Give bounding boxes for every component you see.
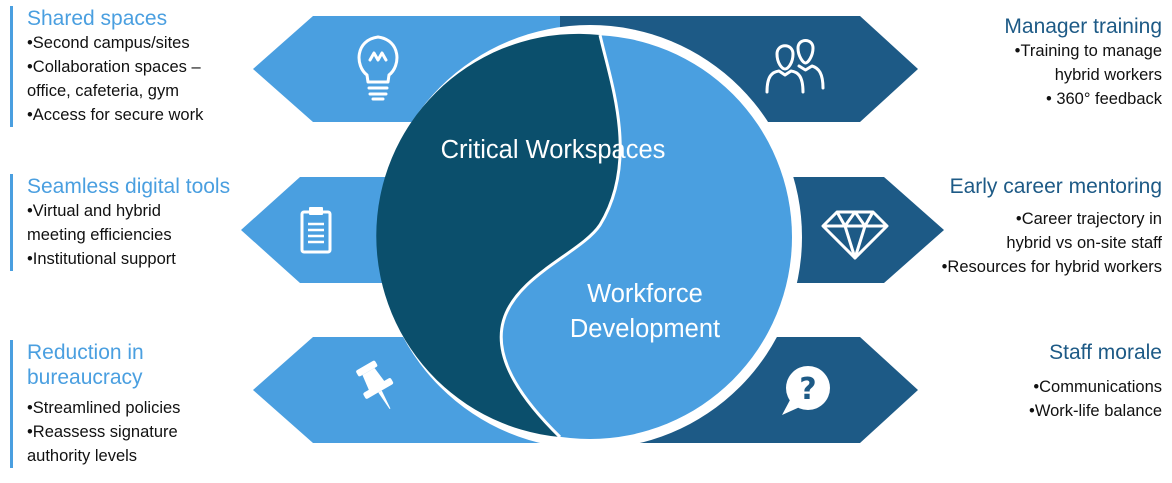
list-item: meeting efficiencies — [27, 226, 172, 244]
question-bubble-icon: ? — [782, 366, 830, 415]
list-item: authority levels — [27, 447, 138, 465]
svg-text:?: ? — [799, 372, 816, 407]
early-career-title: Early career mentoring — [949, 175, 1162, 198]
list-item: Communications — [1029, 375, 1162, 399]
list-item: Resources for hybrid workers — [942, 255, 1162, 279]
list-item: hybrid vs on-site staff — [1006, 234, 1162, 252]
list-item: Second campus/sites — [27, 31, 203, 55]
list-item: Training to manage — [1004, 39, 1162, 63]
center-label-bottom-line1: Workforce — [587, 280, 703, 308]
list-item: Virtual and hybrid — [27, 199, 230, 223]
center-swirl-line — [499, 34, 622, 439]
people-icon — [765, 39, 825, 94]
digital-tools-list: Virtual and hybrid meeting efficiencies … — [27, 199, 230, 271]
digital-tools-block: Seamless digital tools Virtual and hybri… — [10, 174, 230, 271]
digital-tools-title: Seamless digital tools — [27, 175, 231, 198]
center-circle-dark-half — [376, 33, 621, 438]
list-item: hybrid workers — [1054, 66, 1162, 84]
center-label-top: Critical Workspaces — [441, 136, 666, 164]
early-career-list: Career trajectory in hybrid vs on-site s… — [942, 207, 1162, 279]
manager-training-title: Manager training — [1004, 15, 1162, 38]
list-item: Reassess signature — [27, 420, 180, 444]
shared-spaces-list: Second campus/sites Collaboration spaces… — [27, 31, 203, 127]
staff-morale-list: Communications Work-life balance — [1029, 375, 1162, 423]
list-item: Collaboration spaces – — [27, 55, 203, 79]
early-career-block: Early career mentoring Career trajectory… — [942, 174, 1162, 279]
list-item: office, cafeteria, gym — [27, 82, 179, 100]
diamond-icon — [821, 210, 889, 260]
shared-spaces-title: Shared spaces — [27, 7, 168, 30]
pushpin-icon — [356, 360, 394, 410]
bureaucracy-title-line1: Reduction in — [27, 341, 144, 364]
list-item: 360° feedback — [1004, 87, 1162, 111]
staff-morale-block: Staff morale Communications Work-life ba… — [1029, 340, 1162, 423]
clipboard-icon — [300, 207, 332, 254]
list-item: Streamlined policies — [27, 396, 181, 420]
bureaucracy-title-line2: bureaucracy — [27, 366, 143, 389]
list-item: Institutional support — [27, 247, 230, 271]
list-item: Career trajectory in — [942, 207, 1162, 231]
shared-spaces-block: Shared spaces Second campus/sites Collab… — [10, 6, 203, 127]
center-label-bottom-line2: Development — [570, 315, 720, 343]
manager-training-block: Manager training Training to manage hybr… — [1004, 14, 1162, 111]
list-item: Work-life balance — [1029, 399, 1162, 423]
staff-morale-title: Staff morale — [1049, 341, 1162, 364]
list-item: Access for secure work — [27, 103, 204, 127]
manager-training-list: Training to manage hybrid workers 360° f… — [1004, 39, 1162, 111]
bureaucracy-block: Reduction in bureaucracy Streamlined pol… — [10, 340, 180, 468]
lightbulb-icon — [357, 35, 399, 101]
bureaucracy-list: Streamlined policies Reassess signature … — [27, 396, 180, 468]
